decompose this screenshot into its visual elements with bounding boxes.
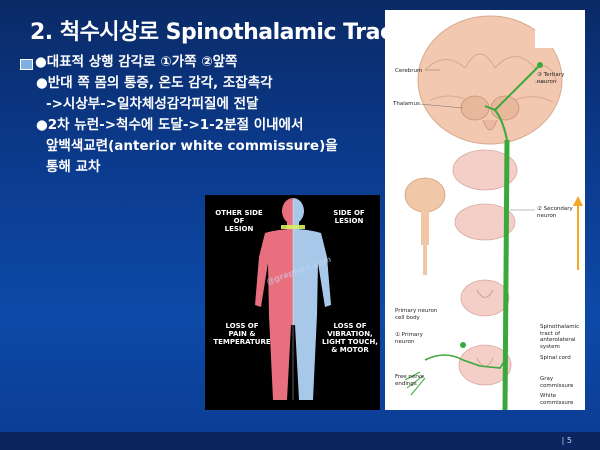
bullet-text: 앞백색교련(anterior white commissure)을: [46, 138, 338, 154]
page-number: | 5: [561, 436, 572, 445]
bullet-text: ●반대 쪽 몸의 통증, 온도 감각, 조잡촉각: [36, 75, 273, 91]
bullet-item: 통해 교차: [20, 157, 380, 178]
bullet-item: ●2차 뉴런->척수에 도달->1-2분절 이내에서: [20, 115, 380, 136]
bullet-text: ->시상부->일차체성감각피질에 전달: [46, 96, 259, 112]
spinal-cord-label: Spinal cord: [540, 355, 571, 361]
pathway-figure: Cerebrum ③ Tertiary neuron Thalamus ② Se…: [385, 10, 585, 410]
thalamus-label: Thalamus: [393, 101, 420, 107]
bullet-text: ●2차 뉴런->척수에 도달->1-2분절 이내에서: [36, 117, 304, 133]
body-lesion-figure: OTHER SIDE OF LESION SIDE OF LESION LOSS…: [205, 195, 380, 410]
spinothalamic-tract-label: Spinothalamic tract of anterolateral sys…: [540, 324, 580, 350]
bullet-list: ●대표적 상행 감각로 ①가쪽 ②앞쪽 ●반대 쪽 몸의 통증, 온도 감각, …: [20, 52, 380, 178]
bullet-text: 통해 교차: [46, 159, 101, 175]
free-nerve-endings-label: Free nerve endings: [395, 374, 425, 387]
tertiary-neuron-label: ③ Tertiary neuron: [537, 72, 565, 85]
white-commissure-label: White commissure: [540, 393, 574, 406]
loss-pain-temperature-label: LOSS OF PAIN & TEMPERATURE: [213, 322, 271, 346]
pathway-illustration: [404, 15, 583, 410]
secondary-neuron-label: ② Secondary neuron: [537, 206, 573, 219]
body-silhouette: [255, 198, 331, 400]
side-of-lesion-label: SIDE OF LESION: [333, 209, 365, 225]
other-side-label: OTHER SIDE OF LESION: [215, 209, 263, 233]
bullet-item: ->시상부->일차체성감각피질에 전달: [20, 94, 380, 115]
bullet-text: ●대표적 상행 감각로 ①가쪽 ②앞쪽: [35, 54, 238, 70]
cerebrum-label: Cerebrum: [395, 68, 423, 74]
slide-icon: [20, 59, 33, 70]
primary-neuron-label: ① Primary neuron: [395, 332, 423, 345]
page-title: 2. 척수시상로 Spinothalamic Tract: [30, 20, 403, 45]
bullet-item: ●반대 쪽 몸의 통증, 온도 감각, 조잡촉각: [20, 73, 380, 94]
bullet-item: ●대표적 상행 감각로 ①가쪽 ②앞쪽: [20, 52, 380, 73]
primary-neuron-cell-body-label: Primary neuron cell body: [395, 308, 438, 321]
bullet-item: 앞백색교련(anterior white commissure)을: [20, 136, 380, 157]
footer-bar: [0, 432, 600, 450]
loss-vibration-touch-motor-label: LOSS OF VIBRATION, LIGHT TOUCH, & MOTOR: [322, 322, 378, 354]
gray-commissure-label: Gray commissure: [540, 376, 574, 389]
